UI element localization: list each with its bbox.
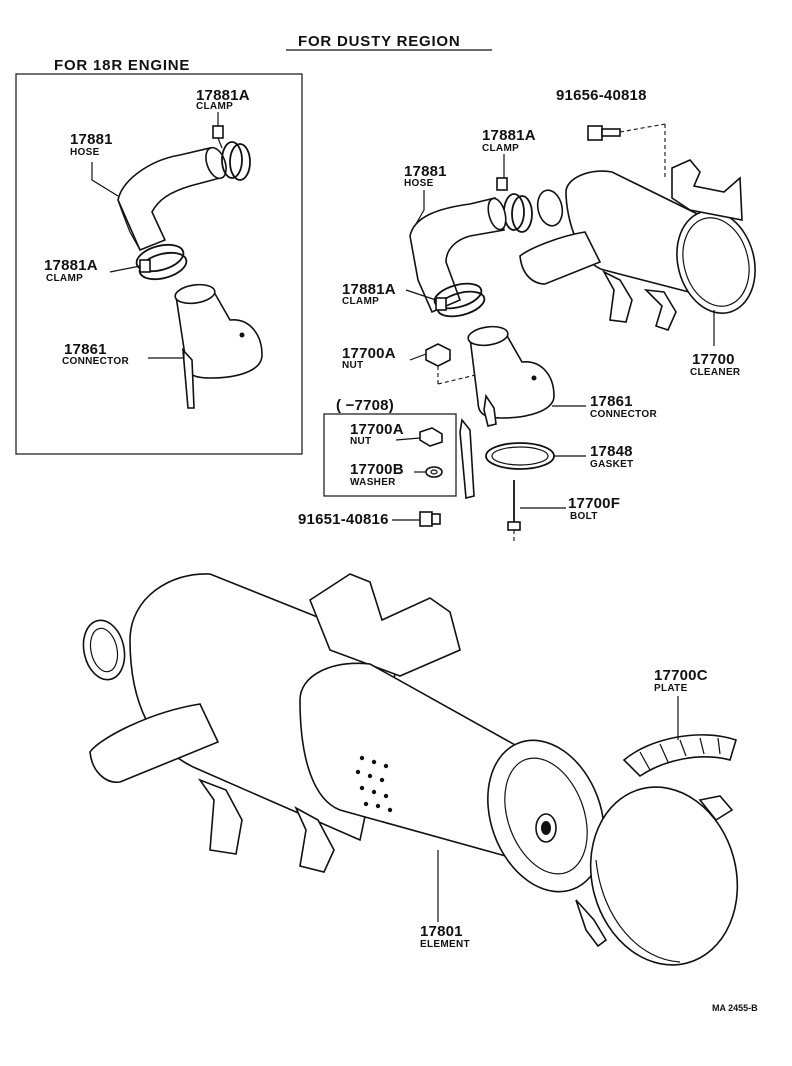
hose-number: 17881 <box>404 163 447 180</box>
box-nut-drawing <box>419 427 443 447</box>
box-nut-name: NUT <box>350 436 372 447</box>
cleaner-drawing <box>519 159 756 331</box>
inset-frame <box>15 73 303 455</box>
nut-name: NUT <box>342 360 364 371</box>
inset-hose-drawing <box>117 146 227 252</box>
inset-clamp-bottom-name: CLAMP <box>46 273 84 284</box>
cleaner-number: 17700 <box>692 351 735 368</box>
diagram-title: FOR DUSTY REGION <box>298 33 461 50</box>
box-nut-number: 17700A <box>350 421 404 438</box>
bolt-number: 17700F <box>568 495 621 512</box>
date-range: ( −7708) <box>336 397 394 414</box>
bolt-bottom-drawing <box>419 511 441 527</box>
gasket-drawing <box>485 442 555 470</box>
clamp-mid-drawing <box>433 282 486 318</box>
element-drawing <box>299 662 605 893</box>
inset-hose-name: HOSE <box>70 147 100 158</box>
cleaner-name: CLEANER <box>690 367 741 378</box>
leader-lines <box>91 112 715 922</box>
connector-name: CONNECTOR <box>590 409 657 420</box>
clamp-mid-name: CLAMP <box>342 296 380 307</box>
clamp-top-number: 17881A <box>482 127 536 144</box>
bolt-top-drawing <box>587 123 666 180</box>
clamp-mid-number: 17881A <box>342 281 396 298</box>
bolt-drawing <box>507 480 521 542</box>
hose-name: HOSE <box>404 178 434 189</box>
cover-drawing <box>575 786 739 966</box>
connector-number: 17861 <box>590 393 633 410</box>
element-name: ELEMENT <box>420 939 470 950</box>
drawing-reference: MA 2455-B <box>712 1003 758 1013</box>
element-perforations <box>355 755 393 813</box>
inset-title: FOR 18R ENGINE <box>54 57 191 74</box>
inset-connector-drawing <box>174 283 263 409</box>
plate-number: 17700C <box>654 667 708 684</box>
connector-drawing <box>459 325 555 500</box>
box-washer-drawing <box>425 466 443 478</box>
plate-name: PLATE <box>654 683 688 694</box>
element-number: 17801 <box>420 923 463 940</box>
bolt-name: BOLT <box>570 511 598 522</box>
hose-drawing <box>409 197 507 314</box>
plate-drawing <box>622 734 737 778</box>
date-range-box <box>323 413 457 497</box>
box-washer-number: 17700B <box>350 461 404 478</box>
inset-clamp-top-number: 17881A <box>196 87 250 104</box>
clamp-top-name: CLAMP <box>482 143 520 154</box>
inset-clamp-bottom-number: 17881A <box>44 257 98 274</box>
inset-connector-name: CONNECTOR <box>62 356 129 367</box>
nut-number: 17700A <box>342 345 396 362</box>
inset-hose-number: 17881 <box>70 131 113 148</box>
inset-clamp-top-name: CLAMP <box>196 101 234 112</box>
bolt-bottom-number: 91651-40816 <box>298 511 389 528</box>
box-washer-name: WASHER <box>350 477 396 488</box>
bolt-top-number: 91656-40818 <box>556 87 647 104</box>
inset-clamp-top-drawing <box>212 125 251 181</box>
gasket-number: 17848 <box>590 443 633 460</box>
inset-connector-number: 17861 <box>64 341 107 358</box>
gasket-name: GASKET <box>590 459 634 470</box>
